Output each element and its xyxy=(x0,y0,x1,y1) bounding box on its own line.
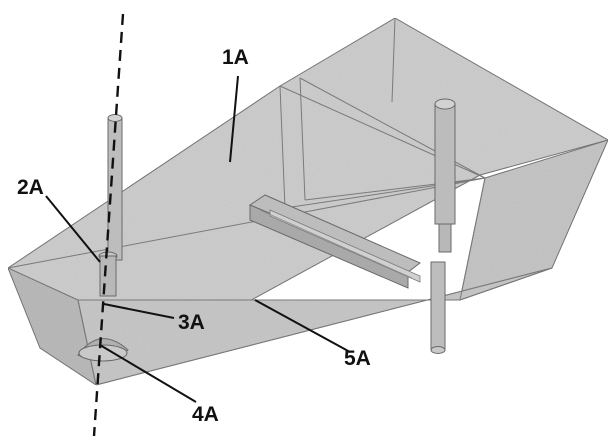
label-2a: 2A xyxy=(17,176,44,199)
bottom-bowl xyxy=(77,338,129,362)
leader-lines xyxy=(45,75,351,403)
housing-body xyxy=(7,17,610,387)
right-pipe xyxy=(430,98,456,354)
dashed-axis-line xyxy=(92,13,125,437)
left-pipe xyxy=(98,114,123,297)
label-1a: 1A xyxy=(222,46,249,69)
label-4a: 4A xyxy=(192,403,219,426)
label-5a: 5A xyxy=(344,347,371,370)
label-3a: 3A xyxy=(178,311,205,334)
inner-channel-rail xyxy=(248,194,421,289)
